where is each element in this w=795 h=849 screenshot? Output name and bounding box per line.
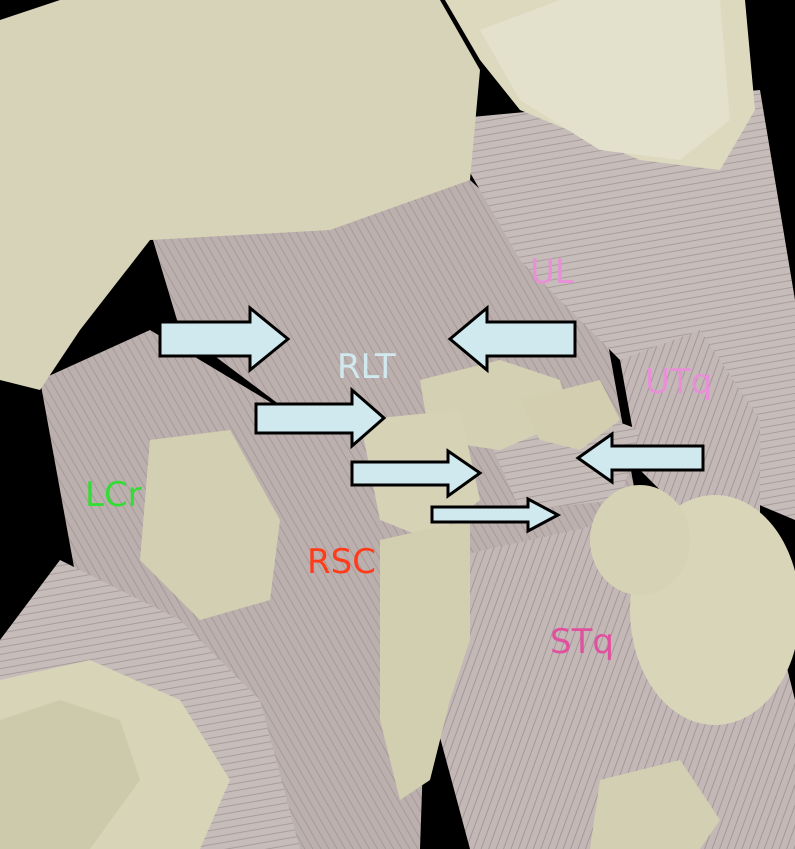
label-utq: UTq: [645, 365, 712, 399]
label-ul: UL: [530, 255, 574, 289]
label-rsc: RSC: [307, 545, 376, 579]
label-lcr: LCr: [85, 478, 142, 512]
label-stq: STq: [550, 625, 614, 659]
label-rlt: RLT: [337, 350, 396, 384]
